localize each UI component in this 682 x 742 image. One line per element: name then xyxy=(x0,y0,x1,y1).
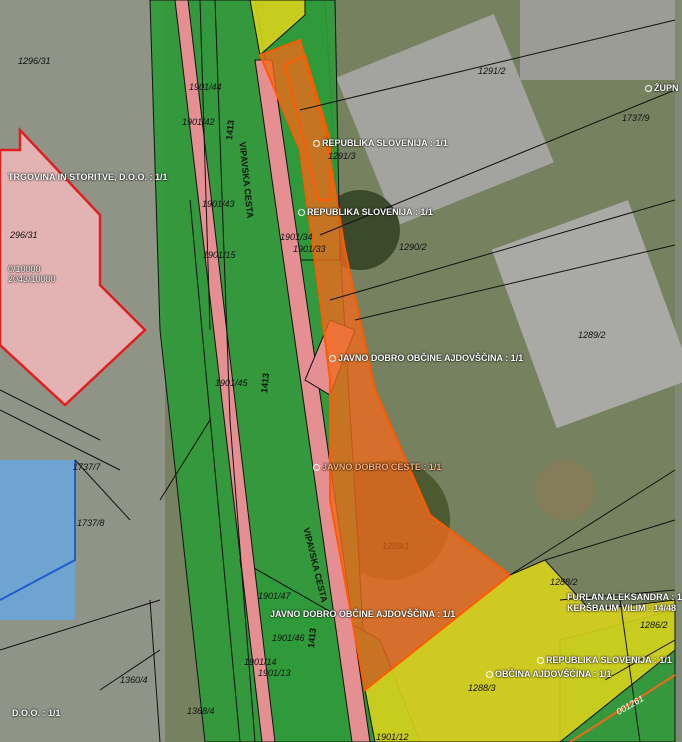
parcel-label: 1901/47 xyxy=(258,591,291,601)
parcel-label: 1291/3 xyxy=(328,151,356,161)
owner-label: REPUBLIKA SLOVENIJA : 1/1 xyxy=(298,207,433,217)
owner-label: ŽUPN xyxy=(645,83,679,93)
owner-label: JAVNO DOBRO OBČINE AJDOVŠČINA : 1/1 xyxy=(270,609,456,619)
owner-label: JAVNO DOBRO OBČINE AJDOVŠČINA : 1/1 xyxy=(329,353,523,363)
owner-label: JAVNO DOBRO CESTE : 1/1 xyxy=(313,462,441,472)
parcel-label: 1737/7 xyxy=(73,462,101,472)
sand-pit xyxy=(535,460,595,520)
building-roof-blue xyxy=(0,460,75,620)
parcel-label: 1286/2 xyxy=(640,620,668,630)
parcel-label: 1901/42 xyxy=(182,117,215,127)
owner-label: REPUBLIKA SLOVENIJA : 1/1 xyxy=(537,655,672,665)
parcel-label: 296/31 xyxy=(10,230,38,240)
share-label: 0/10000 xyxy=(8,264,41,274)
parcel-label: 1901/33 xyxy=(293,244,326,254)
parcel-label: 1413 xyxy=(305,627,319,649)
public-strip-west xyxy=(174,0,276,742)
parcel-label: 1291/2 xyxy=(478,66,506,76)
parcel-label: 1737/8 xyxy=(77,518,105,528)
parcel-label: 1901/43 xyxy=(202,199,235,209)
parcel-label: 1360/4 xyxy=(120,675,148,685)
parcel-label: 1901/15 xyxy=(203,250,236,260)
parcel-label: 1413 xyxy=(258,372,272,394)
parcel-label: 1296/31 xyxy=(18,56,51,66)
selected-parcel xyxy=(258,38,512,692)
parcel-label: 1288/2 xyxy=(550,577,578,587)
building-parcel-blue xyxy=(0,460,76,601)
parcel-label: 1288/3 xyxy=(468,683,496,693)
parcel-label: 1901/14 xyxy=(244,657,277,667)
point-marker-icon xyxy=(313,140,320,148)
sports-court-upper xyxy=(336,13,554,227)
owner-label: REPUBLIKA SLOVENIJA : 1/1 xyxy=(313,138,448,148)
selected-parcel-inner xyxy=(283,53,331,201)
point-marker-icon xyxy=(645,85,652,93)
parcel-label: 1368/4 xyxy=(187,706,215,716)
parcel-label: 1901/12 xyxy=(376,732,409,742)
owner-label: FURLAN ALEKSANDRA : 1 xyxy=(567,592,682,602)
road-line-southeast xyxy=(569,674,676,742)
point-marker-icon xyxy=(486,671,493,679)
share-label: 2043/10000 xyxy=(8,274,56,284)
parcel-label: 1901/13 xyxy=(258,668,291,678)
owner-label: D.O.O. : 1/1 xyxy=(12,708,61,718)
point-marker-icon xyxy=(313,464,320,472)
parcel-label: 1901/46 xyxy=(272,633,305,643)
parcel-yellow-south xyxy=(364,559,676,742)
sports-court-lower xyxy=(491,200,682,429)
owner-label: KERŠBAUM VILIM : 14/48 xyxy=(567,603,677,613)
parcel-label: 1737/9 xyxy=(622,113,650,123)
owner-label: OBČINA AJDOVŠČINA : 1/1 xyxy=(486,669,612,679)
parcel-label: 1413 xyxy=(223,119,237,141)
point-marker-icon xyxy=(537,657,544,665)
building-parcel-red xyxy=(0,126,147,407)
owner-label: TRGOVINA IN STORITVE, D.O.O. : 1/1 xyxy=(8,172,168,182)
parcel-label: 1289/1 xyxy=(382,541,410,551)
point-marker-icon xyxy=(329,355,336,363)
parcel-yellow-top xyxy=(249,0,306,56)
parcel-label: 1901/34 xyxy=(280,232,313,242)
paved-area-top xyxy=(520,0,675,80)
parcel-label: 1901/45 xyxy=(215,378,248,388)
parcel-label: 1901/44 xyxy=(189,82,222,92)
parcel-label: 1289/2 xyxy=(578,330,606,340)
point-marker-icon xyxy=(298,209,305,217)
parcel-label: 1290/2 xyxy=(399,242,427,252)
